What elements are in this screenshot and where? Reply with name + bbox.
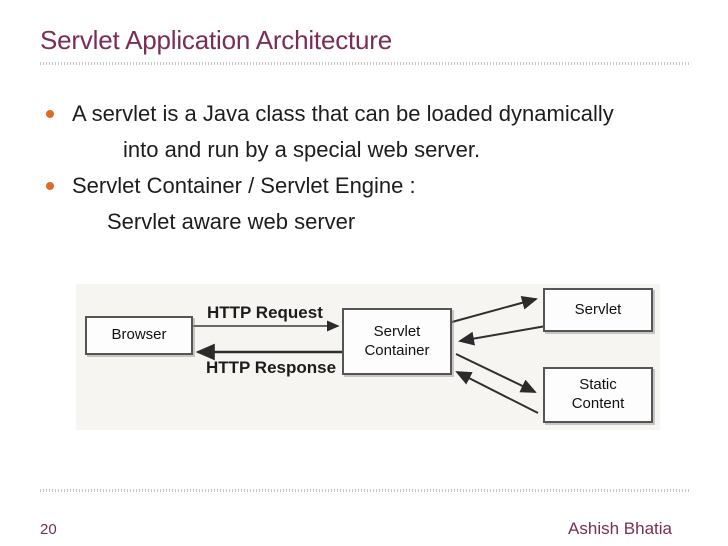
http-request-label: HTTP Request bbox=[207, 303, 323, 322]
bullet-text: Servlet Container / Servlet Engine : bbox=[72, 173, 416, 198]
node-static-content: Static Content bbox=[543, 367, 653, 423]
node-label: Servlet Container bbox=[364, 322, 430, 359]
node-servlet: Servlet bbox=[543, 288, 653, 332]
slide-title: Servlet Application Architecture bbox=[40, 25, 393, 55]
node-label: Servlet bbox=[574, 300, 622, 318]
title-divider bbox=[40, 62, 690, 65]
node-label: Static Content bbox=[571, 376, 625, 412]
architecture-diagram: Browser Servlet Container Servlet Static… bbox=[76, 284, 660, 430]
author-name: Ashish Bhatia bbox=[568, 519, 672, 538]
bullet-icon bbox=[46, 182, 54, 190]
bullet-item: A servlet is a Java class that can be lo… bbox=[40, 96, 700, 132]
bullet-text: A servlet is a Java class that can be lo… bbox=[72, 101, 614, 126]
footer-divider bbox=[40, 489, 690, 492]
page-number: 20 bbox=[40, 521, 57, 538]
bullet-item: Servlet Container / Servlet Engine : bbox=[40, 168, 700, 204]
arrow-container-to-static bbox=[455, 353, 537, 393]
node-browser: Browser bbox=[85, 316, 193, 355]
bullet-item-continuation: Servlet aware web server bbox=[40, 204, 700, 240]
http-response-label: HTTP Response bbox=[206, 358, 337, 377]
bullet-text: into and run by a special web server. bbox=[123, 137, 481, 162]
node-label: Browser bbox=[111, 326, 167, 344]
diagram-arrows bbox=[193, 295, 547, 414]
bullet-icon bbox=[46, 110, 54, 118]
bullet-item-continuation: into and run by a special web server. bbox=[40, 132, 700, 168]
bullet-list: A servlet is a Java class that can be lo… bbox=[40, 96, 700, 240]
node-servlet-container: Servlet Container bbox=[342, 308, 452, 375]
bullet-text: Servlet aware web server bbox=[107, 209, 356, 234]
arrow-servlet-to-container bbox=[458, 325, 547, 346]
arrow-container-to-servlet bbox=[451, 295, 538, 323]
arrow-static-to-container bbox=[455, 371, 539, 414]
